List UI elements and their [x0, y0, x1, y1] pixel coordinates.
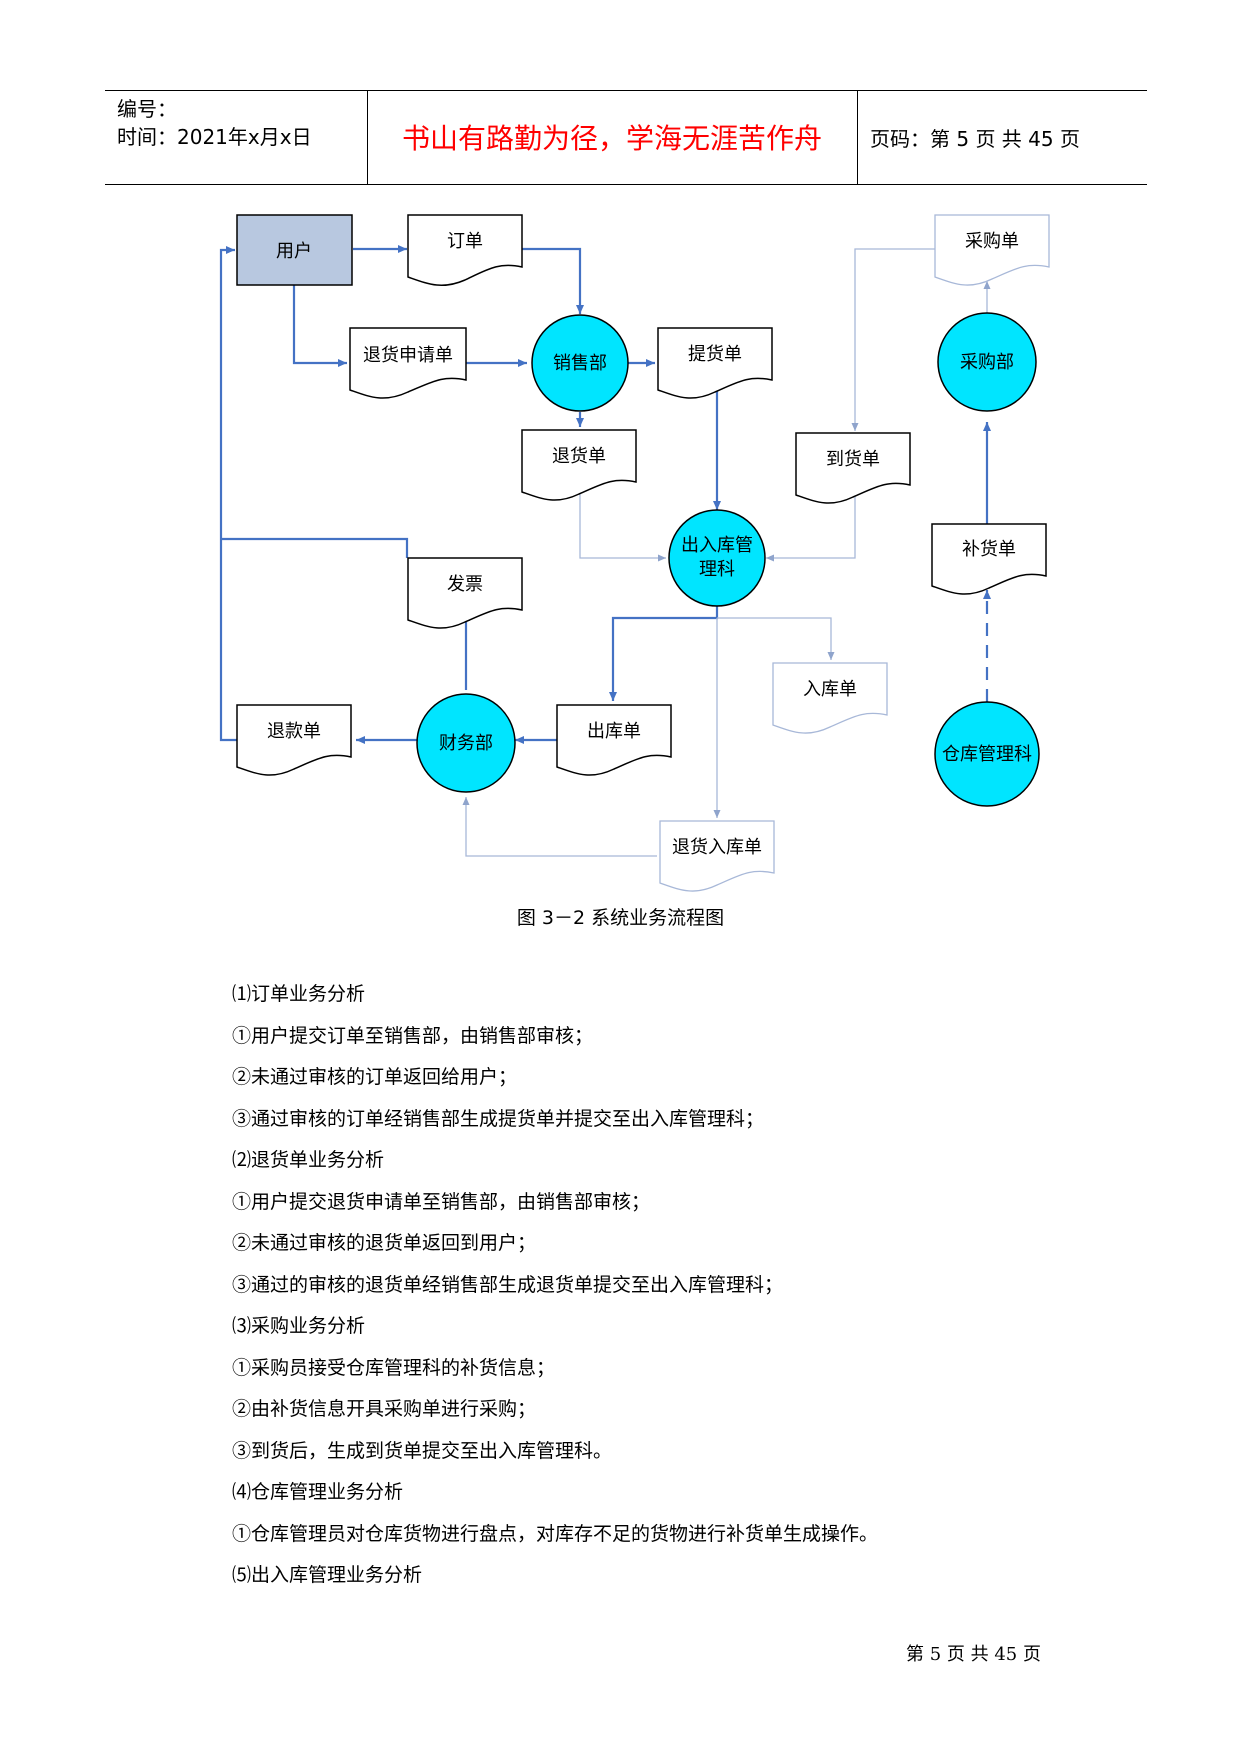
- order-label: 订单: [447, 231, 483, 252]
- paragraph: ③通过审核的订单经销售部生成提货单并提交至出入库管理科；: [232, 1107, 765, 1130]
- header-left-cell: 编号： 时间：2021年x月x日: [105, 91, 368, 184]
- arrow-order-to-sales: [522, 247, 584, 314]
- invoice-doc: [407, 557, 523, 629]
- arrow-refund-to-user: [219, 246, 237, 742]
- paragraph: ⑸出入库管理业务分析: [232, 1564, 423, 1586]
- inbound-slip-label: 入库单: [803, 679, 857, 700]
- paragraph: ⑶采购业务分析: [232, 1315, 366, 1337]
- return-slip-label: 退货单: [552, 446, 606, 467]
- finance-dept-node: [416, 693, 516, 793]
- arrow-purchase-order-to-arrival: [851, 248, 935, 431]
- order-doc: [407, 214, 523, 287]
- paragraph: ⑷仓库管理业务分析: [232, 1481, 404, 1503]
- sales-dept-node: [531, 314, 629, 412]
- paragraph: ①用户提交退货申请单至销售部，由销售部审核；: [232, 1190, 651, 1213]
- invoice-label: 发票: [447, 574, 483, 595]
- business-flowchart: 用户 订单 退货申请单 提货单 退货单 到货单 采购单 补货单 发票 入库单 退…: [219, 214, 1050, 892]
- return-inbound-slip-doc: [659, 820, 775, 892]
- header-motto: 书山有路勤为径，学海无涯苦作舟: [401, 122, 822, 155]
- paragraph: ③到货后，生成到货单提交至出入库管理科。: [232, 1439, 613, 1462]
- refund-slip-label: 退款单: [267, 721, 321, 742]
- line-invoice-to-user: [221, 537, 409, 558]
- paragraph: ⑵退货单业务分析: [232, 1149, 385, 1171]
- sales-dept-label: 销售部: [553, 353, 607, 374]
- user-box: [236, 214, 353, 286]
- refund-slip-doc: [236, 704, 352, 776]
- pickup-slip-doc: [657, 327, 773, 399]
- outbound-slip-label: 出库单: [587, 721, 641, 742]
- paragraph: ②未通过审核的退货单返回到用户；: [232, 1232, 537, 1254]
- inout-mgmt-label-line1: 出入库管: [681, 535, 753, 556]
- paragraph: ③通过的审核的退货单经销售部生成退货单提交至出入库管理科；: [232, 1273, 784, 1296]
- figure-caption: 图 3－2 系统业务流程图: [516, 907, 725, 929]
- arrow-inout-to-inbound: [717, 617, 835, 660]
- restock-slip-doc: [931, 523, 1047, 595]
- arrow-arrival-to-inout: [766, 495, 856, 562]
- paragraph: ①仓库管理员对仓库货物进行盘点，对库存不足的货物进行补货单生成操作。: [232, 1522, 879, 1545]
- arrow-inout-to-outbound: [609, 604, 719, 701]
- finance-dept-label: 财务部: [439, 733, 493, 754]
- thin-connectors: [462, 248, 991, 857]
- paragraph: ⑴订单业务分析: [232, 983, 366, 1005]
- number-label: 编号：: [117, 97, 177, 121]
- header-right-cell: 页码：第 5 页 共 45 页: [858, 91, 1147, 184]
- purchase-order-label: 采购单: [965, 231, 1019, 252]
- header-middle-cell: 书山有路勤为径，学海无涯苦作舟: [367, 91, 858, 184]
- warehouse-mgmt-node: [934, 701, 1040, 807]
- header-page-code: 页码：第 5 页 共 45 页: [870, 127, 1080, 151]
- inout-mgmt-node: [668, 509, 766, 607]
- warehouse-mgmt-label: 仓库管理科: [942, 744, 1032, 765]
- paragraph: ①用户提交订单至销售部，由销售部审核；: [232, 1024, 594, 1047]
- arrow-return-inbound-to-finance: [462, 797, 657, 857]
- return-slip-doc: [521, 429, 637, 501]
- return-request-label: 退货申请单: [363, 345, 453, 366]
- return-inbound-slip-label: 退货入库单: [672, 837, 762, 858]
- body-text: ⑴订单业务分析 ①用户提交订单至销售部，由销售部审核； ②未通过审核的订单返回给…: [232, 982, 1112, 1605]
- return-request-doc: [349, 327, 467, 399]
- restock-slip-label: 补货单: [962, 539, 1016, 560]
- paragraph: ①采购员接受仓库管理科的补货信息；: [232, 1356, 556, 1379]
- purchase-order-doc: [934, 214, 1050, 286]
- purchase-dept-node: [937, 312, 1037, 412]
- inout-mgmt-label-line2: 理科: [699, 559, 735, 580]
- thick-connectors: [219, 245, 991, 744]
- paragraph: ②未通过审核的订单返回给用户；: [232, 1066, 518, 1088]
- purchase-dept-label: 采购部: [960, 352, 1014, 373]
- time-label: 时间：2021年x月x日: [117, 125, 312, 149]
- outbound-slip-doc: [556, 704, 672, 776]
- paragraph: ②由补货信息开具采购单进行采购；: [232, 1398, 537, 1420]
- arrival-slip-doc: [795, 432, 911, 504]
- page-header: 编号： 时间：2021年x月x日 书山有路勤为径，学海无涯苦作舟 页码：第 5 …: [105, 90, 1147, 185]
- arrow-user-to-return-request: [292, 285, 347, 367]
- arrival-slip-label: 到货单: [826, 449, 880, 470]
- pickup-slip-label: 提货单: [688, 344, 742, 365]
- inbound-slip-doc: [772, 662, 888, 734]
- arrow-return-slip-to-inout: [579, 490, 666, 562]
- user-label: 用户: [276, 241, 312, 262]
- page-footer: 第 5 页 共 45 页: [906, 1644, 1041, 1665]
